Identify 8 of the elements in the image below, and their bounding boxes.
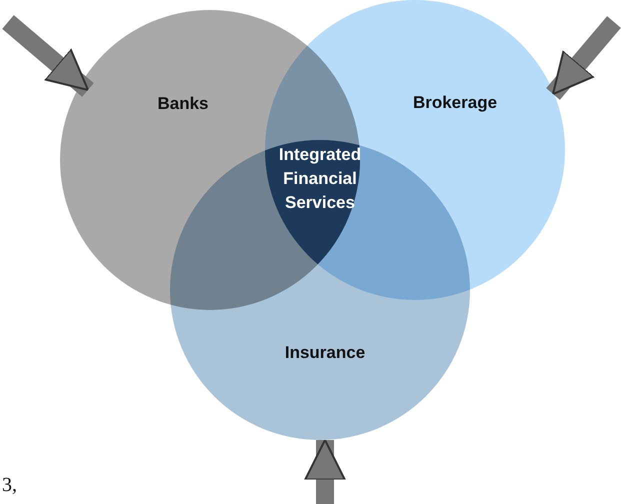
block-arrow [304, 439, 346, 504]
circle-label: Insurance [284, 343, 366, 363]
circle-label: Banks [157, 94, 209, 114]
overlap-label: Integrated Financial Services [278, 144, 362, 214]
text-fragment: 3, [2, 474, 17, 497]
block-arrow [2, 15, 94, 97]
block-arrow [546, 16, 621, 100]
circle-label: Brokerage [412, 93, 498, 113]
